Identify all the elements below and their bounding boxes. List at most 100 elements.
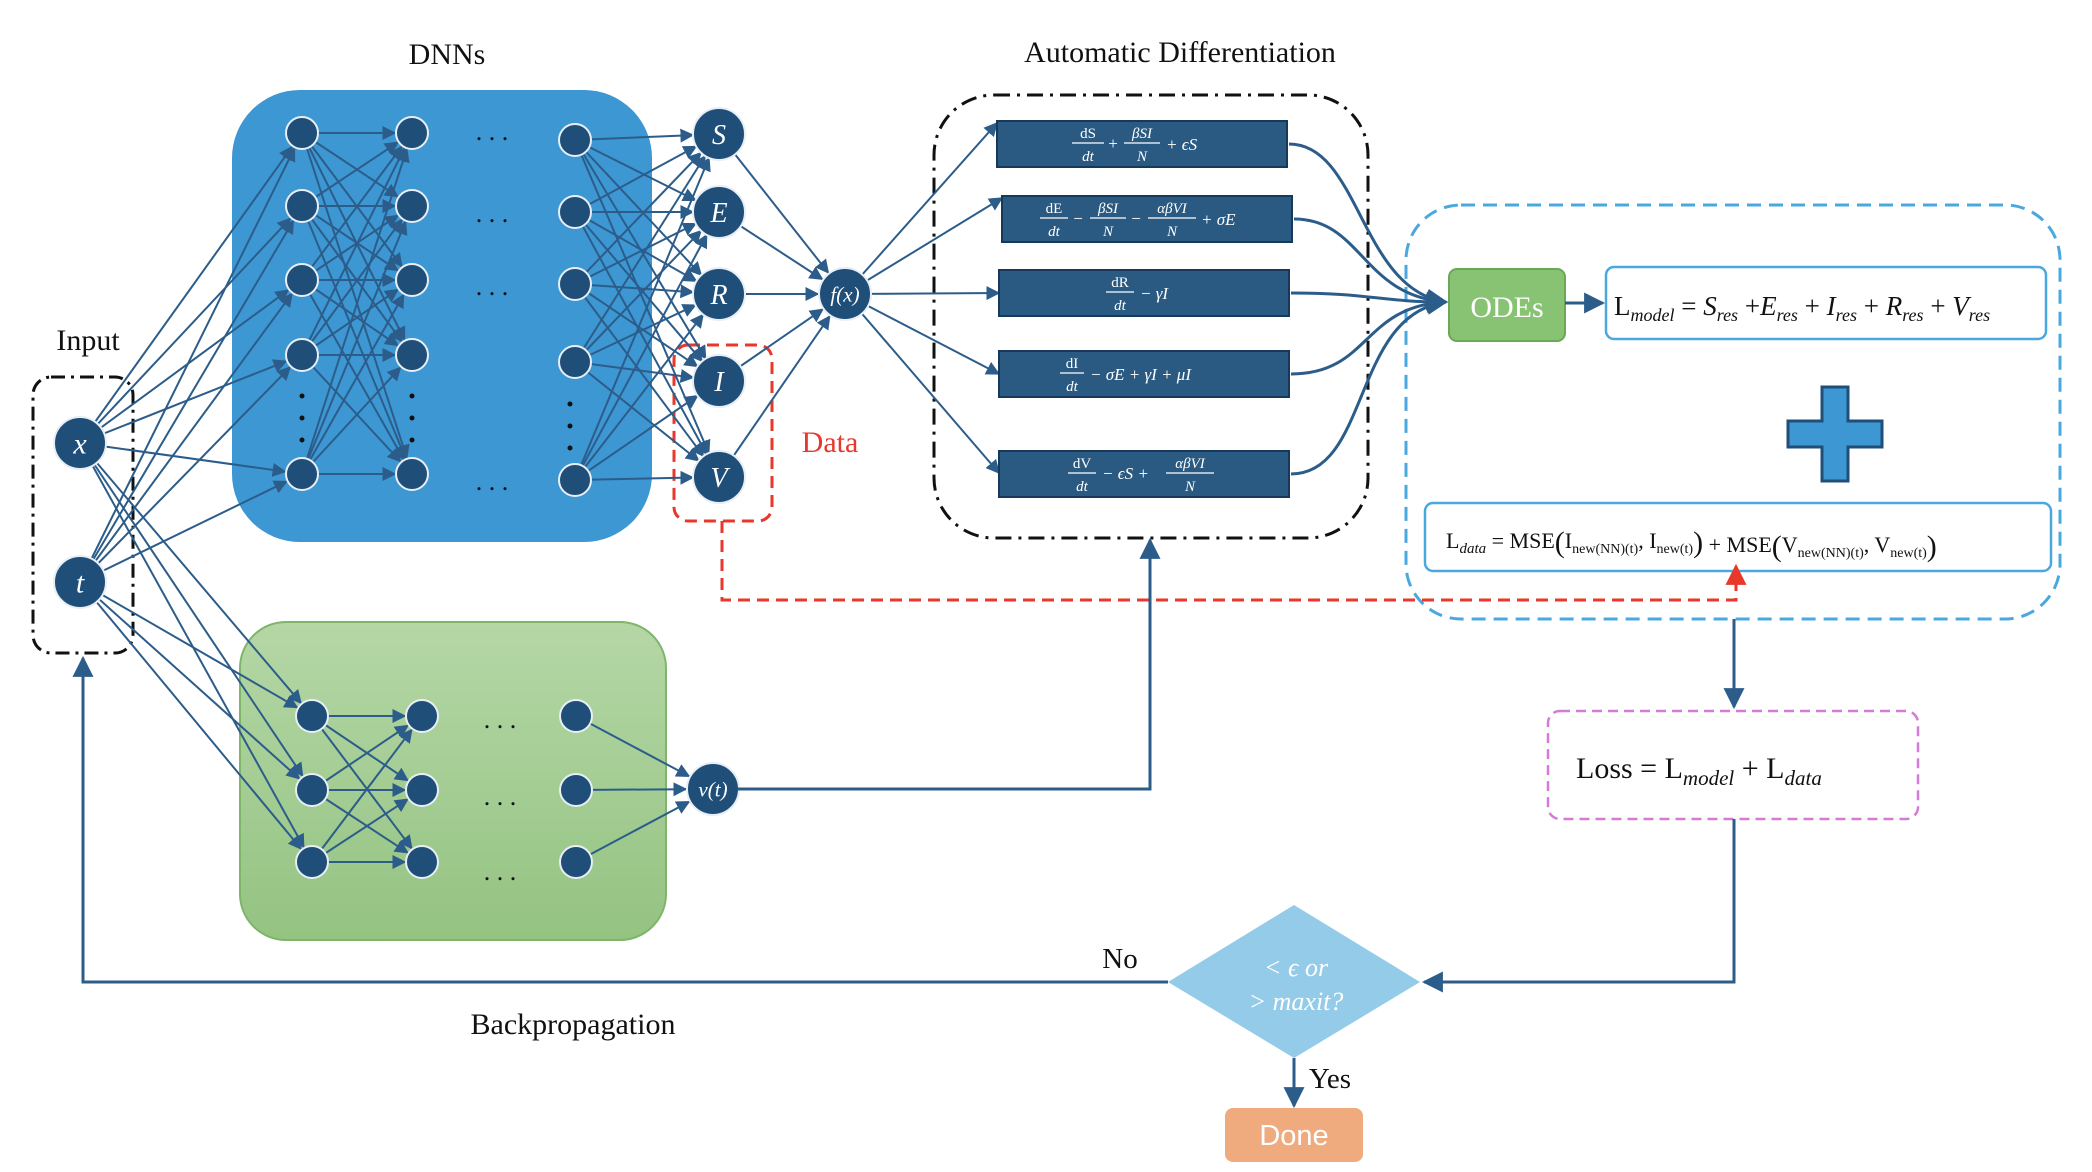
output-node-V: V [692,450,746,504]
edge-l1-4-l2-3 [301,366,402,475]
edge-l3-2-out-2 [574,283,695,299]
input-box [31,375,135,655]
loss-model-expr: Lmodel = Sres +Eres + Ires + Rres + Vres [1614,291,1990,327]
edge-in1-dnn0 [79,146,296,583]
output-node-R: R [692,267,746,321]
dnns-title: DNNs [409,38,486,71]
dnn-l3-node-2 [558,267,592,301]
edge-l3-1-out-3 [574,211,704,363]
loss-data-expr: Ldata = MSE(Inew(NN)(t), Inew(t)) + MSE(… [1446,526,1937,563]
eq2-op2: − [1131,209,1141,228]
edge-g1-0-g2-1 [311,715,410,782]
dnn-l2-node-0 [395,116,429,150]
edge-out-4-f [718,315,831,478]
edge-l1-0-l2-2 [301,132,403,268]
eq3-den: dt [1114,298,1127,314]
edge-g1-2-g2-1 [311,798,409,863]
dnn-l1-node-3-circle [285,338,319,372]
dnn-l1-node-2 [285,263,319,297]
green-l2-node-0 [405,699,439,733]
eq-to-odes-curves [1288,142,1449,476]
edge-in0-dnn4 [79,442,287,477]
edge-l3-0-out-1 [574,139,697,202]
green-ellipsis-2: . . . [484,782,517,811]
edge-g3-0-v [575,715,691,778]
loss-total-expr: Loss = Lmodel + Ldata [1576,752,1822,790]
edge-g1-1-g2-2 [311,789,409,854]
dnn-ellipsis-2: . . . [476,199,509,228]
edge-in1-grn0 [79,581,299,709]
eq-box-1: dS dt + βSI N + ϵS [996,120,1288,168]
dnn-l2-node-1 [395,189,429,223]
eq2-op1: − [1073,209,1083,228]
backprop-line [72,655,1168,984]
dnn-l2-node-2-circle [395,263,429,297]
decision-diamond [1168,905,1420,1058]
eq2-num3: αβVI [1157,201,1188,217]
loss-model-box [1604,265,2048,341]
edge-l3-1-out-4 [574,211,708,456]
edge-l3-4-out-3 [574,394,699,481]
dnn-l3-node-0 [558,123,592,157]
odes-box [1448,268,1566,342]
eq4-den: dt [1066,379,1079,395]
edge-l1-1-l2-4 [301,205,408,460]
dnn-l3-node-4-circle [558,463,592,497]
edge-l1-0-l2-1 [301,132,400,198]
eq-box-3: dR dt − γI [998,269,1290,317]
input-node-t: t [53,555,107,609]
edge-l3-4-out-2 [574,313,704,481]
loss-region-box [1404,203,2062,621]
eq1-tail: + ϵS [1166,135,1198,154]
green-l3-node-0 [559,699,593,733]
eq3-num: dR [1111,275,1129,291]
dnn-l3-node-1 [558,195,592,229]
output-node-I-circle [692,354,746,408]
dnn-ellipsis-1: . . . [476,117,509,146]
edge-l3-2-out-1 [574,222,697,285]
green-l1-node-2 [295,845,329,879]
green-l3-node-2-circle [559,845,593,879]
dnn-l3-node-4 [558,463,592,497]
green-l1-node-0-circle [295,699,329,733]
dnn-l1-node-1-circle [285,189,319,223]
edge-in1-grn1 [79,581,301,780]
dnn-l2-node-3-circle [395,338,429,372]
eq-box-4: dI dt − σE + γI + μI [998,350,1290,398]
edge-in0-dnn1 [79,217,292,444]
vt-to-autodiff-line [738,537,1161,791]
green-ellipsis-1: . . . [484,705,517,734]
input-node-x: x [53,416,107,470]
edge-in0-dnn3 [79,359,288,444]
green-l2-node-2-circle [405,845,439,879]
edge-out-0-f [718,133,830,274]
edge-in1-dnn4 [79,480,288,583]
data-feedback-line [720,521,1747,602]
dnn-l1-node-1 [285,189,319,223]
edge-l3-3-out-0 [574,154,706,363]
edge-l3-3-out-1 [574,229,702,363]
output-node-V-circle [692,450,746,504]
dnn-l1-node-3 [285,338,319,372]
decision-line1: < ϵ or [1264,953,1329,982]
edge-in0-grn1 [79,442,304,778]
green-l3-node-1 [559,773,593,807]
eq5-den2: N [1184,479,1196,495]
dnn-l2-node-0-circle [395,116,429,150]
dnn-l3-node-0-circle [558,123,592,157]
edge-in0-grn0 [79,442,302,705]
edge-l3-4-out-4 [574,470,695,485]
loss-to-decision-line [1421,819,1736,993]
edge-g3-2-v [575,800,691,863]
dnn-l2-node-1-circle [395,189,429,223]
edge-l1-1-l2-3 [301,205,403,343]
dnn-l1-node-4-circle [285,457,319,491]
dnn-l1-node-4 [285,457,319,491]
input-node-t-label: t [76,567,85,600]
eq3-tail: − γI [1140,284,1169,303]
edge-l1-4-l2-2 [301,293,405,475]
data-label: Data [802,426,859,459]
edge-l3-2-out-3 [574,283,699,368]
eq2-den3: N [1166,224,1178,240]
